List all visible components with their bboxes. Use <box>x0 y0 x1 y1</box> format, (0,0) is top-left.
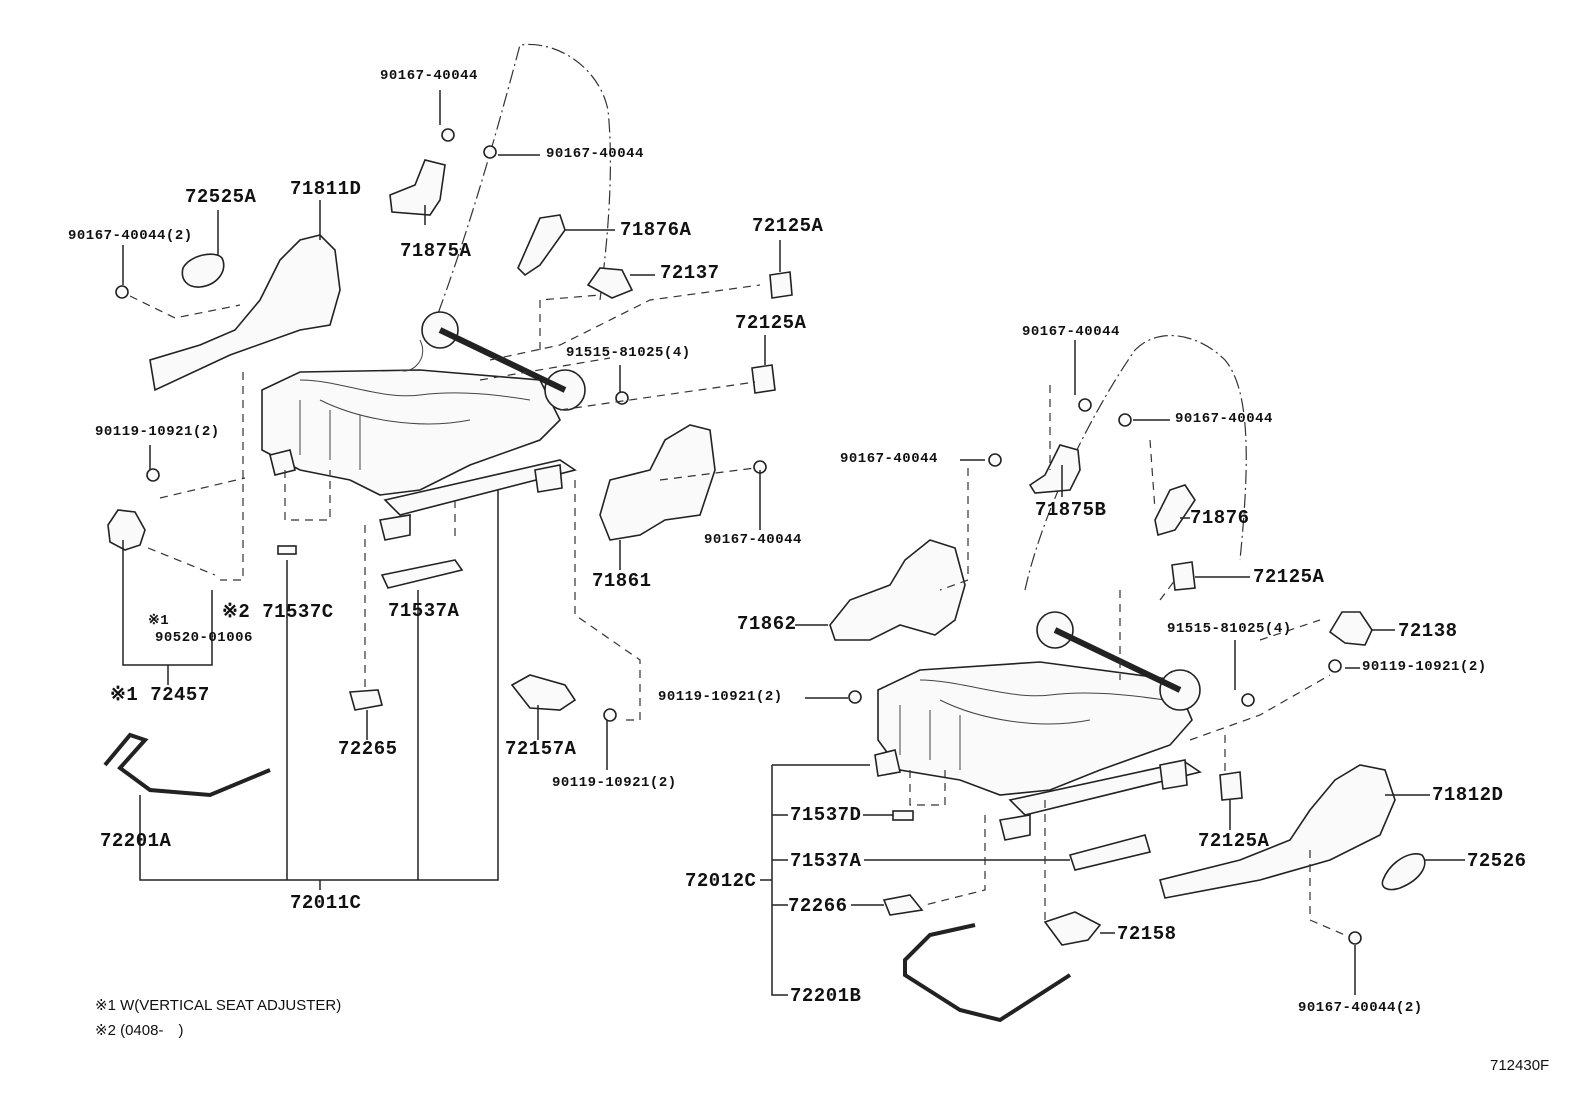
cover-72158 <box>1043 911 1102 946</box>
bracket-71875a <box>389 159 446 216</box>
part-label: 72125A <box>752 215 824 237</box>
pad-71537c <box>277 545 297 555</box>
part-label: 72157A <box>505 738 577 760</box>
part-label: ※1 <box>148 613 170 629</box>
part-label: 71875B <box>1035 499 1107 521</box>
figure-id: 712430F <box>1490 1057 1550 1074</box>
part-label: 90167-40044 <box>380 68 478 84</box>
part-label: 90167-40044(2) <box>68 228 193 244</box>
clip-72137 <box>586 267 634 299</box>
part-label: 90119-10921(2) <box>658 689 783 705</box>
bolts <box>115 128 767 722</box>
part-label: 71537A <box>790 850 862 872</box>
right-seat-cushion-frame <box>874 611 1202 841</box>
knob-72526 <box>1381 853 1426 891</box>
motor-72265 <box>348 689 383 711</box>
part-label: 91515-81025(4) <box>1167 621 1292 637</box>
right-bolts <box>848 398 1362 945</box>
left-seat-cushion-frame <box>261 311 586 541</box>
knob-72525a <box>181 253 225 288</box>
part-label: 71875A <box>400 240 472 262</box>
part-label: 72265 <box>338 738 398 760</box>
bracket-71876 <box>1154 484 1196 537</box>
part-label: ※1 72457 <box>110 684 210 706</box>
part-label: 72526 <box>1467 850 1527 872</box>
part-label: 91515-81025(4) <box>566 345 691 361</box>
motor-72266 <box>882 894 924 916</box>
rail-71537a-left <box>380 559 464 589</box>
part-label: 71811D <box>290 178 362 200</box>
part-label: 72125A <box>1198 830 1270 852</box>
part-label: 90167-40044 <box>1175 411 1273 427</box>
part-label: 72011C <box>290 892 362 914</box>
part-label: 72125A <box>735 312 807 334</box>
gear-72457 <box>107 509 146 551</box>
left-shield-71811d <box>149 234 341 392</box>
left-leader-lines <box>122 90 781 890</box>
part-label: 90167-40044 <box>546 146 644 162</box>
part-label: 72201B <box>790 985 862 1007</box>
part-label: ※2 71537C <box>222 601 334 623</box>
clip-72125a-lower <box>1219 771 1243 801</box>
part-label: 71537D <box>790 804 862 826</box>
wire-72201a <box>103 732 271 798</box>
footnote-2: ※2 (0408- ) <box>95 1022 184 1039</box>
part-label: 72266 <box>788 895 848 917</box>
right-dashed-guides <box>909 385 1346 936</box>
part-label: 71537A <box>388 600 460 622</box>
part-label: 71876 <box>1190 507 1250 529</box>
part-label: 72158 <box>1117 923 1177 945</box>
pad-71537d <box>892 810 914 821</box>
part-label: 90167-40044 <box>840 451 938 467</box>
shield-71812d <box>1159 764 1396 899</box>
part-label: 71861 <box>592 570 652 592</box>
shield-71862 <box>829 539 966 641</box>
clip-72125a-right <box>1171 561 1196 591</box>
left-dashed-guides <box>129 284 761 721</box>
clip-72138 <box>1328 611 1373 646</box>
bracket-71876a <box>517 214 566 277</box>
clip-72125a-mid <box>751 364 776 394</box>
part-label: 72125A <box>1253 566 1325 588</box>
part-label: 71862 <box>737 613 797 635</box>
part-label: 90167-40044 <box>704 532 802 548</box>
left-seatback-outline <box>429 43 611 336</box>
part-label: 71876A <box>620 219 692 241</box>
part-label: 72201A <box>100 830 172 852</box>
wire-72201b <box>903 923 1072 1023</box>
part-label: 72137 <box>660 262 720 284</box>
part-label: 71812D <box>1432 784 1504 806</box>
footnote-1: ※1 W(VERTICAL SEAT ADJUSTER) <box>95 997 342 1014</box>
part-label: 72525A <box>185 186 257 208</box>
part-label: 90167-40044 <box>1022 324 1120 340</box>
part-label: 90119-10921(2) <box>552 775 677 791</box>
right-leader-lines <box>760 340 1465 996</box>
part-label: 90119-10921(2) <box>1362 659 1487 675</box>
shield-71861 <box>599 424 716 541</box>
part-label: 72138 <box>1398 620 1458 642</box>
part-label: 90119-10921(2) <box>95 424 220 440</box>
rail-71537a-right <box>1068 834 1152 871</box>
cover-72157a <box>510 674 577 711</box>
part-label: 90167-40044(2) <box>1298 1000 1423 1016</box>
part-label: 72012C <box>685 870 757 892</box>
bracket-71875b <box>1028 444 1081 494</box>
clip-72125a-top <box>769 271 793 299</box>
part-label: 90520-01006 <box>155 630 253 646</box>
